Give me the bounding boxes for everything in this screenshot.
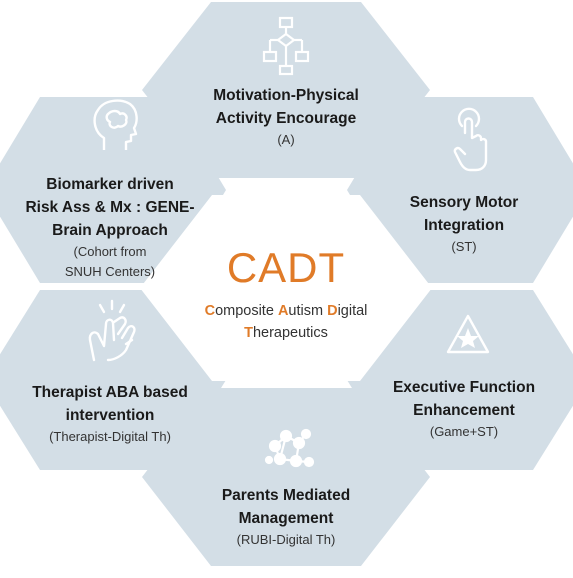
module-title-line: Motivation-Physical: [213, 87, 359, 104]
initial-letter: A: [277, 303, 289, 319]
module-lower-left: Therapist ABA based intervention (Therap…: [8, 381, 212, 447]
word-rest: herapeutics: [252, 325, 328, 341]
module-title-line: Biomarker driven: [46, 176, 174, 193]
module-subtitle-line: (A): [277, 132, 295, 147]
module-upper-right: Sensory Motor Integration (ST): [378, 191, 550, 257]
hexagon-lower-right: [347, 290, 573, 470]
module-subtitle-line: (RUBI-Digital Th): [236, 532, 336, 547]
brain-head-icon: [93, 99, 138, 150]
module-top: Motivation-Physical Activity Encourage (…: [176, 84, 396, 150]
module-subtitle-line: SNUH Centers): [64, 264, 156, 279]
module-title-line: Integration: [423, 217, 505, 234]
network-people-icon: [264, 428, 315, 468]
hexagon-center: [140, 195, 432, 381]
center-subtitle-line-1: Composite Autism Digital: [176, 300, 396, 322]
module-title-line: Management: [238, 510, 334, 527]
initial-letter: T: [244, 325, 253, 341]
word-rest: igital: [337, 303, 368, 319]
module-title-line: Risk Ass & Mx : GENE-: [25, 199, 195, 216]
module-title-line: Enhancement: [413, 402, 515, 419]
center-subtitle: Composite Autism Digital Therapeutics: [176, 300, 396, 344]
module-subtitle-line: (Cohort from: [73, 244, 147, 259]
warning-triangle-icon: [446, 314, 490, 354]
hexagon-lower-left: [0, 290, 226, 470]
module-title-line: Executive Function: [392, 379, 536, 396]
module-subtitle-line: (Therapist-Digital Th): [49, 429, 171, 444]
module-title-line: Activity Encourage: [215, 110, 357, 127]
center-title: CADT: [226, 244, 346, 291]
word-rest: omposite: [215, 303, 278, 319]
module-title-line: Therapist ABA based: [32, 384, 188, 401]
module-subtitle-line: (Game+ST): [429, 424, 499, 439]
module-title-line: Sensory Motor: [409, 194, 519, 211]
initial-letter: D: [327, 303, 338, 319]
module-subtitle-line: (ST): [451, 239, 477, 254]
hexagon-upper-right: [347, 97, 573, 283]
module-lower-right: Executive Function Enhancement (Game+ST): [368, 376, 560, 442]
word-rest: utism: [288, 303, 328, 319]
hexagon-upper-left: [0, 97, 226, 283]
touch-hand-icon: [453, 107, 488, 172]
module-bottom: Parents Mediated Management (RUBI-Digita…: [176, 484, 396, 550]
hexagon-top: [142, 2, 430, 178]
initial-letter: C: [204, 303, 216, 319]
module-title-line: Parents Mediated: [221, 487, 351, 504]
flowchart-icon: [262, 16, 310, 76]
clapping-hands-icon: [88, 299, 136, 362]
module-upper-left: Biomarker driven Risk Ass & Mx : GENE- B…: [8, 173, 212, 282]
module-title-line: intervention: [65, 407, 155, 424]
module-title-line: Brain Approach: [52, 222, 168, 239]
hexagon-bottom: [142, 388, 430, 566]
center-subtitle-line-2: Therapeutics: [176, 322, 396, 344]
